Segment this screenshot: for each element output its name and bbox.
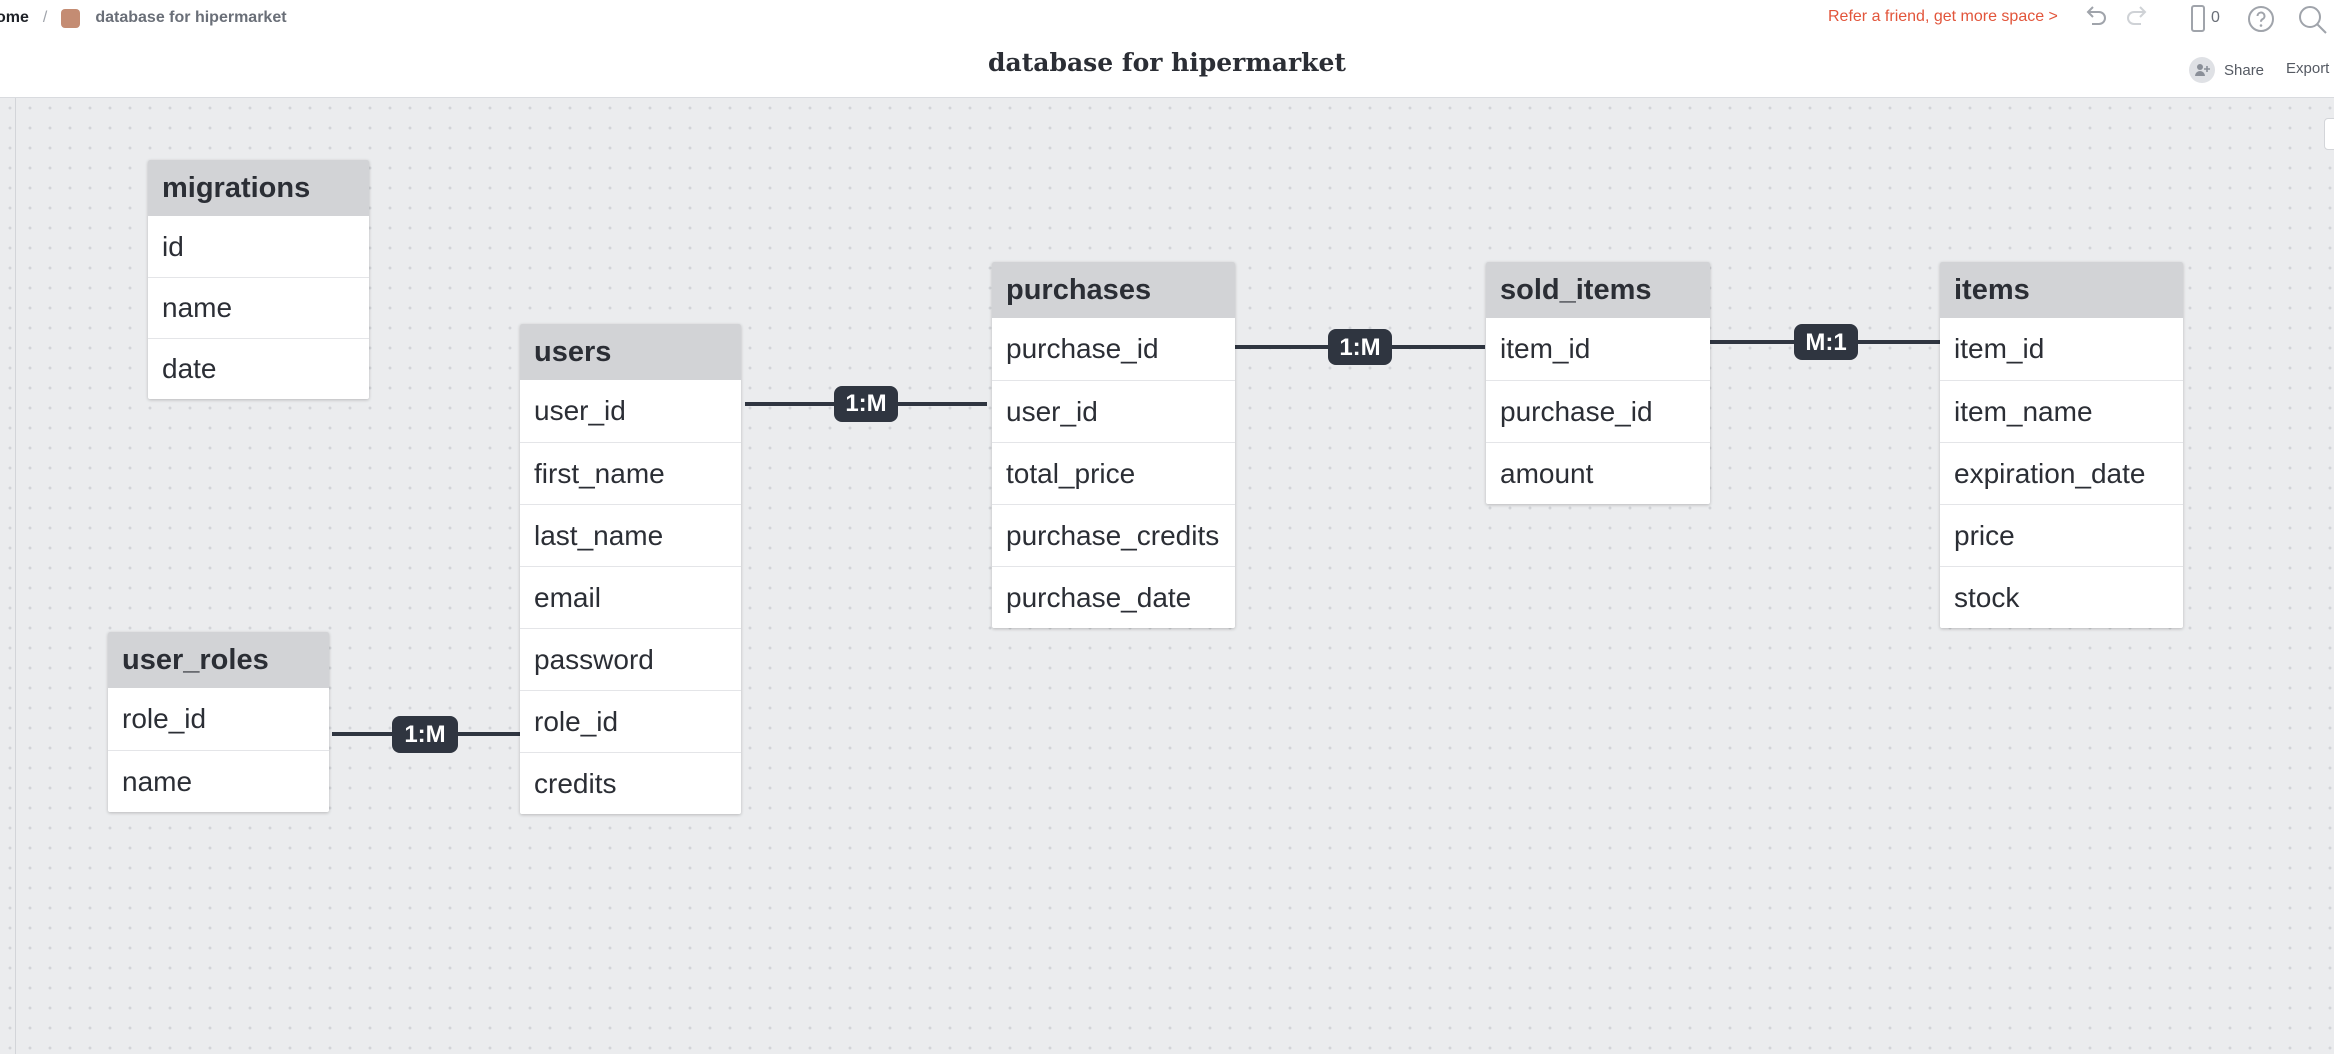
- entity-title[interactable]: users: [520, 324, 741, 380]
- refer-friend-link[interactable]: Refer a friend, get more space >: [1828, 8, 2058, 25]
- document-title[interactable]: database for hipermarket: [988, 48, 1346, 77]
- entity-field[interactable]: amount: [1486, 442, 1710, 504]
- relationship-purchases-sold-items[interactable]: 1:M: [1235, 329, 1485, 365]
- entity-field[interactable]: last_name: [520, 504, 741, 566]
- cardinality-label: 1:M: [845, 390, 886, 417]
- entity-field[interactable]: name: [108, 750, 329, 812]
- entity-field[interactable]: credits: [520, 752, 741, 814]
- export-button[interactable]: Export: [2286, 60, 2330, 77]
- entity-field[interactable]: email: [520, 566, 741, 628]
- entity-field[interactable]: name: [148, 277, 369, 338]
- relationship-user-roles-users[interactable]: 1:M: [332, 716, 520, 753]
- entity-migrations[interactable]: migrations id name date: [148, 160, 369, 399]
- cardinality-badge: [834, 386, 898, 422]
- side-panel-tab[interactable]: [2324, 118, 2334, 150]
- entity-field[interactable]: role_id: [520, 690, 741, 752]
- entity-title[interactable]: purchases: [992, 262, 1235, 318]
- top-bar: ome / database for hipermarket database …: [0, 0, 2334, 98]
- cardinality-label: 1:M: [1339, 334, 1380, 361]
- entity-users[interactable]: users user_id first_name last_name email…: [520, 324, 741, 814]
- entity-field[interactable]: role_id: [122, 703, 207, 734]
- entity-field[interactable]: stock: [1940, 566, 2183, 628]
- entity-title[interactable]: migrations: [148, 160, 369, 216]
- device-icon[interactable]: [2189, 4, 2207, 39]
- cardinality-label: M:1: [1805, 329, 1846, 356]
- cardinality-label: 1:M: [404, 721, 445, 748]
- breadcrumb-document[interactable]: database for hipermarket: [95, 9, 287, 26]
- entity-field[interactable]: id: [162, 230, 184, 262]
- cardinality-badge: [1328, 329, 1392, 365]
- breadcrumb: ome / database for hipermarket: [0, 7, 287, 29]
- entity-field[interactable]: purchase_credits: [992, 504, 1235, 566]
- search-icon[interactable]: [2296, 3, 2328, 40]
- document-color-swatch: [61, 8, 81, 28]
- share-button[interactable]: Share: [2189, 57, 2264, 83]
- entity-field[interactable]: item_id: [1500, 333, 1591, 364]
- entity-field[interactable]: purchase_id: [1486, 380, 1710, 442]
- entity-title[interactable]: sold_items: [1486, 262, 1710, 318]
- entity-field[interactable]: first_name: [520, 442, 741, 504]
- entity-sold-items[interactable]: sold_items item_id purchase_id amount: [1486, 262, 1710, 504]
- entity-field[interactable]: item_name: [1940, 380, 2183, 442]
- entity-purchases[interactable]: purchases purchase_id user_id total_pric…: [992, 262, 1235, 628]
- entity-field[interactable]: user_id: [534, 395, 626, 426]
- entity-field[interactable]: user_id: [992, 380, 1235, 442]
- canvas-left-edge: [15, 98, 16, 1054]
- entity-items[interactable]: items item_id item_name expiration_date …: [1940, 262, 2183, 628]
- entity-user-roles[interactable]: user_roles role_id name: [108, 632, 329, 812]
- entity-field[interactable]: item_id: [1954, 333, 2045, 364]
- redo-icon[interactable]: [2124, 3, 2150, 34]
- entity-field[interactable]: password: [520, 628, 741, 690]
- entity-field[interactable]: total_price: [992, 442, 1235, 504]
- entity-field[interactable]: price: [1940, 504, 2183, 566]
- breadcrumb-home[interactable]: ome: [0, 9, 29, 26]
- cardinality-badge: [392, 716, 458, 753]
- entity-title[interactable]: user_roles: [108, 632, 329, 688]
- relationship-users-purchases[interactable]: 1:M: [745, 386, 987, 422]
- relationship-sold-items-items[interactable]: M:1: [1710, 324, 1940, 360]
- entity-field[interactable]: date: [148, 338, 369, 399]
- cardinality-badge: [1794, 324, 1858, 360]
- breadcrumb-separator: /: [42, 9, 48, 26]
- help-icon[interactable]: [2246, 4, 2276, 39]
- entity-field[interactable]: purchase_id: [1006, 333, 1159, 364]
- add-person-icon: [2189, 57, 2215, 83]
- entity-title[interactable]: items: [1940, 262, 2183, 318]
- entity-field[interactable]: expiration_date: [1940, 442, 2183, 504]
- device-count: 0: [2211, 9, 2220, 26]
- share-label: Share: [2224, 61, 2265, 79]
- undo-icon[interactable]: [2083, 3, 2109, 34]
- entity-field[interactable]: purchase_date: [992, 566, 1235, 628]
